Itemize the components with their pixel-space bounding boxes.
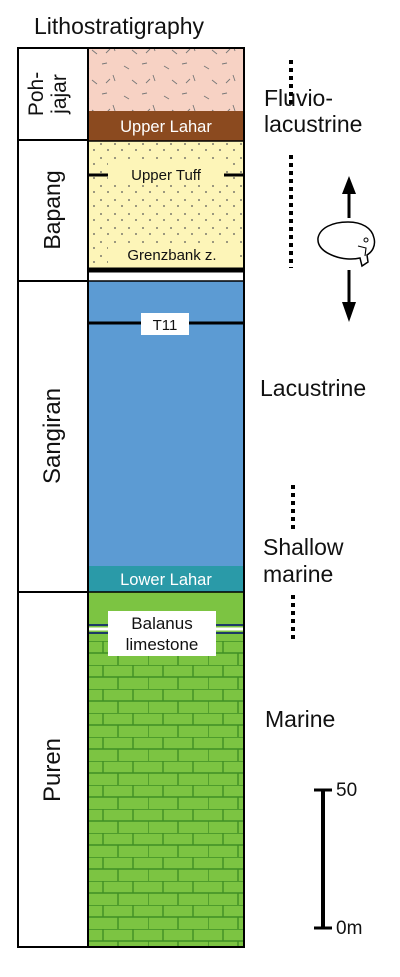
env-label-fluvio-line2: lacustrine	[264, 111, 362, 137]
unit-label-lower-lahar: Lower Lahar	[120, 571, 212, 589]
layer-upper-lahar	[88, 111, 244, 141]
formation-column	[17, 47, 89, 948]
scale-label-bottom: 0m	[336, 918, 362, 939]
formation-label-pohjajar-line1: Poh-	[25, 72, 48, 116]
unit-label-t11: T11	[153, 317, 178, 334]
env-label-lacustrine: Lacustrine	[260, 375, 366, 401]
scale-label-top: 50	[336, 780, 357, 801]
env-label-shallow-line1: Shallow	[263, 534, 344, 560]
unit-label-upper-lahar: Upper Lahar	[120, 118, 212, 136]
unit-label-grenzbank: Grenzbank z.	[127, 247, 216, 264]
unit-label-balanus-line1: Balanus	[131, 614, 192, 633]
unit-label-balanus-line2: limestone	[126, 635, 199, 654]
env-label-marine: Marine	[265, 706, 335, 732]
env-label-shallow-line2: marine	[263, 561, 333, 587]
formation-label-sangiran: Sangiran	[39, 388, 66, 484]
unit-label-upper-tuff: Upper Tuff	[131, 167, 202, 184]
formation-label-bapang: Bapang	[39, 170, 65, 249]
env-label-fluvio-line1: Fluvio-	[264, 85, 333, 111]
layer-lower-lahar	[88, 566, 244, 592]
scale-bar	[314, 788, 332, 930]
hominin-skull-icon	[317, 221, 376, 268]
hominin-range-indicator	[342, 176, 356, 322]
formation-label-pohjajar-line2: jajar	[48, 74, 71, 115]
diagram-title: Lithostratigraphy	[34, 13, 205, 39]
formation-label-puren: Puren	[39, 738, 66, 802]
